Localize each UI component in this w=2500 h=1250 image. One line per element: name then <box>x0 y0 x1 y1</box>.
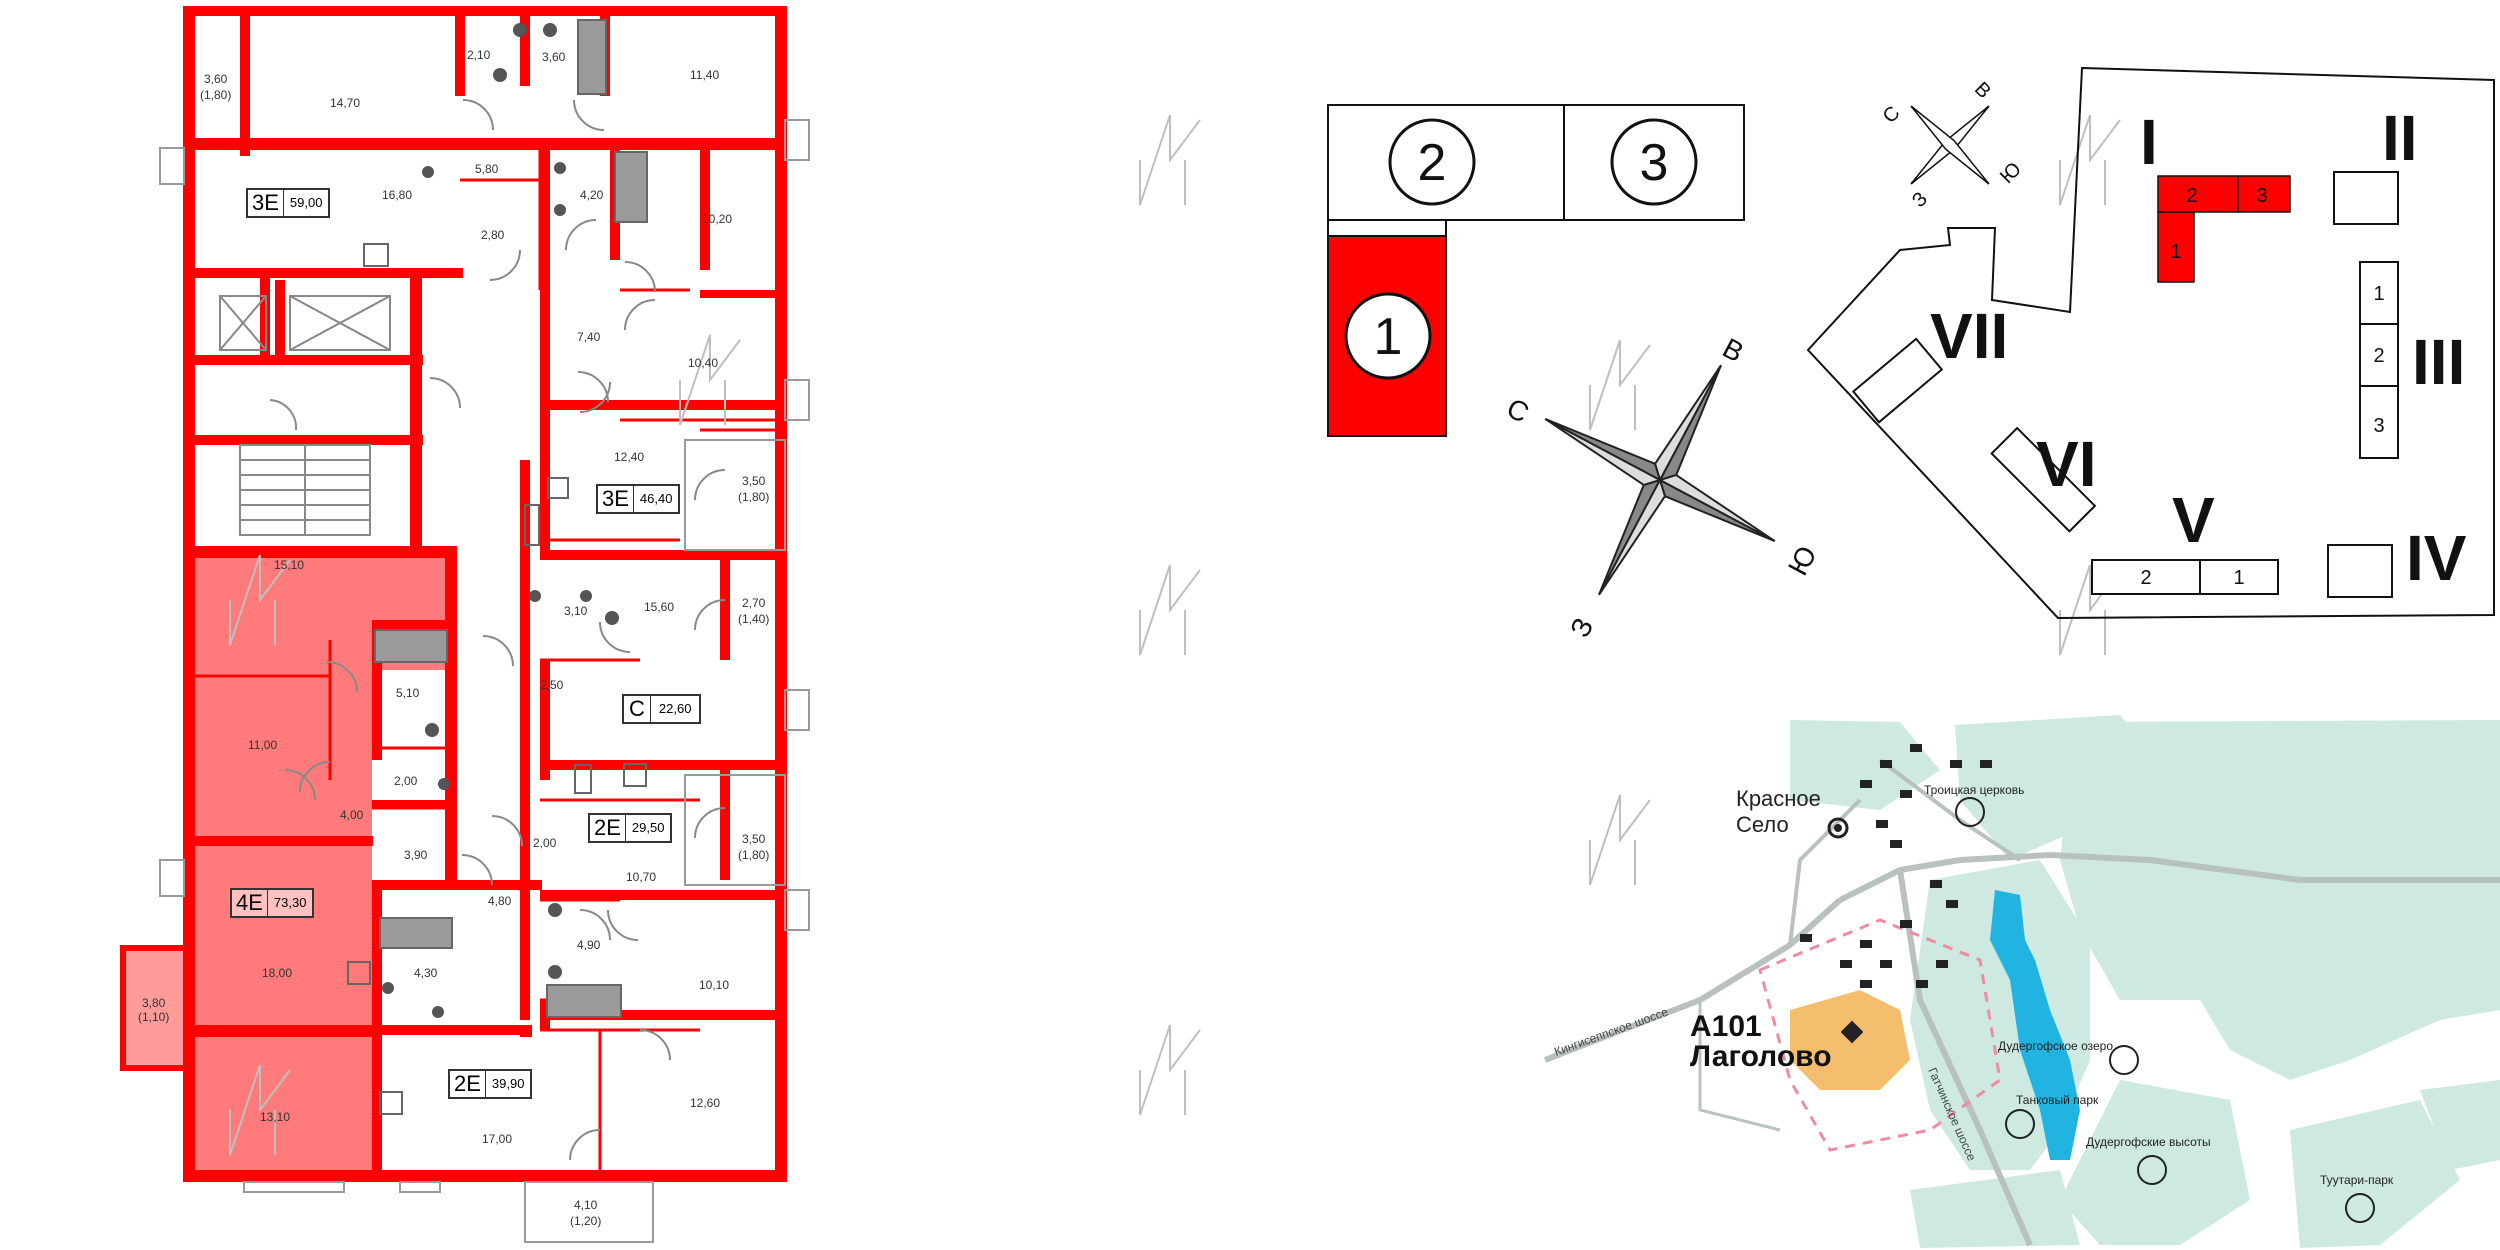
building-i-section-1: 1 <box>2170 241 2181 263</box>
stoves <box>347 243 647 1115</box>
walking-route <box>1758 918 2002 1152</box>
section-2-marker <box>1388 118 1476 206</box>
doors <box>269 99 726 1161</box>
building-i-section-2: 2 <box>2186 185 2197 207</box>
section-1-marker <box>1344 292 1432 380</box>
section-3-marker <box>1610 118 1698 206</box>
section-2-label: 2 <box>1418 134 1447 192</box>
building-iii-label: III <box>2412 326 2465 398</box>
selected-loggia <box>120 948 190 1068</box>
poi-label-tuutari: Туутари-парк <box>2320 1173 2394 1187</box>
building-v-label: V <box>2172 484 2215 556</box>
window-stubs <box>159 119 810 1243</box>
section-3-label: 3 <box>1640 134 1669 192</box>
building-iv-label: IV <box>2406 522 2467 594</box>
building-numerals: I II III IV V VI VII <box>1930 102 2467 594</box>
building-iii-section-1: 1 <box>2373 283 2384 305</box>
poi-label-tank-park: Танковый парк <box>2016 1093 2099 1107</box>
building-vi-label: VI <box>2036 428 2096 500</box>
section-1-label: 1 <box>1374 308 1403 366</box>
site-boundary <box>1806 66 2495 620</box>
bathtubs <box>374 19 648 1018</box>
poi-label-church: Троицкая церковь <box>1924 783 2024 797</box>
project-marker-icon <box>1840 1020 1864 1044</box>
building-i-label: I <box>2140 106 2158 178</box>
building-iii-sections[interactable]: 1 2 3 <box>2359 261 2399 459</box>
building-v-sections[interactable]: 2 1 <box>2091 559 2279 595</box>
building-v-section-1: 1 <box>2233 567 2244 589</box>
building-ii[interactable] <box>2333 171 2399 225</box>
compass-rose-large <box>1544 364 1776 596</box>
watermark-logos <box>229 114 2121 1156</box>
elevators <box>219 295 391 351</box>
building-vii-label: VII <box>1930 300 2008 372</box>
poi-icons <box>1800 744 2375 1223</box>
staircase <box>239 444 371 536</box>
road-label-kingisepp: Кингисеппское шоссе <box>1552 1004 1670 1058</box>
map-green-areas <box>1790 715 2500 1248</box>
building-iii-section-3: 3 <box>2373 415 2384 437</box>
building-vi[interactable] <box>1990 426 2097 533</box>
lake[interactable] <box>1990 890 2080 1160</box>
building-i-section-3: 3 <box>2256 185 2267 207</box>
fixtures <box>382 23 619 1018</box>
building-iii-section-2: 2 <box>2373 345 2384 367</box>
building-ii-label: II <box>2382 102 2418 174</box>
town-label-line2: Село <box>1736 812 1789 837</box>
walls <box>120 6 787 1182</box>
poi-label-heights: Дудергофские высоты <box>2086 1135 2211 1149</box>
poi-label-lake: Дудергофское озеро <box>1998 1039 2113 1053</box>
building-i-sections[interactable]: 2 3 1 <box>2157 175 2291 283</box>
town-label-line1: Красное <box>1736 786 1821 811</box>
project-label-line2: Лаголово <box>1690 1040 1832 1073</box>
building-v-section-2: 2 <box>2140 567 2151 589</box>
building-iv[interactable] <box>2327 544 2393 598</box>
compass-rose-small <box>1910 105 1990 185</box>
project-label-line1: А101 <box>1690 1010 1762 1043</box>
selected-apartment-4e[interactable] <box>190 546 455 1178</box>
building-vii[interactable] <box>1851 337 1944 424</box>
